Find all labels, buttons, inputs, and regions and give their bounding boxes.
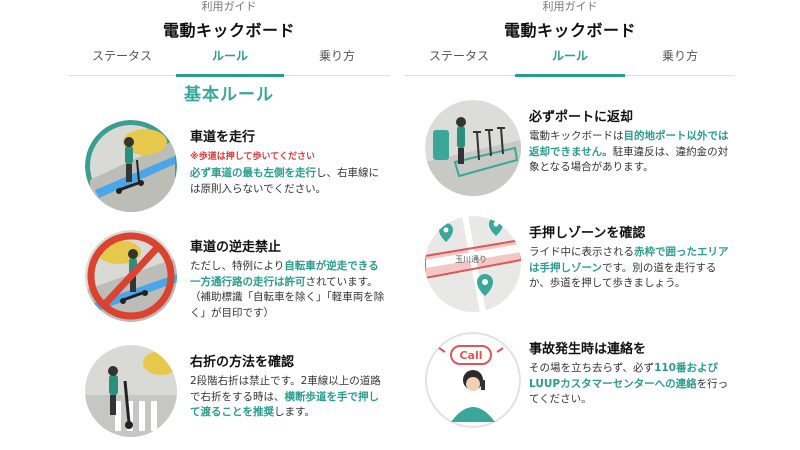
rule-heading: 右折の方法を確認 — [190, 355, 295, 370]
guide-label: 利用ガイド — [542, 0, 598, 13]
tab-bar: ステータス ルール 乗り方 — [68, 45, 390, 77]
accident-call-illustration: Call — [425, 332, 521, 428]
rule-description: 2段階右折は禁止です。2車線以上の道路で右折をする時は、横断歩道を手で押して渡る… — [190, 375, 381, 418]
page-title: 電動キックボード — [162, 21, 295, 40]
rule-heading: 事故発生時は連絡を — [529, 342, 647, 357]
guide-panel-right: 利用ガイド 電動キックボード ステータス ルール 乗り方 — [405, 0, 735, 450]
page-title: 電動キックボード — [503, 21, 636, 40]
push-zone-map-illustration: 玉川通り — [425, 216, 521, 312]
svg-text:玉川通り: 玉川通り — [455, 254, 487, 264]
guide-panel-left: 利用ガイド 電動キックボード ステータス ルール 乗り方 基本ルール — [68, 0, 390, 450]
right-turn-illustration — [85, 345, 177, 437]
rule-description: ただし、特例により自転車が逆走できる一方通行路の走行は許可されています。（補助標… — [190, 260, 385, 319]
rule-description: 必ず車道の最も左側を走行し、右車線には原則入らないでください。 — [190, 167, 379, 195]
return-port-illustration — [425, 100, 521, 196]
rule-heading: 手押しゾーンを確認 — [529, 226, 646, 241]
tab-status[interactable]: ステータス — [91, 49, 152, 63]
svg-text:Call: Call — [459, 349, 482, 362]
roadway-illustration — [85, 120, 177, 212]
section-title: 基本ルール — [184, 85, 274, 105]
rule-heading: 必ずポートに返却 — [529, 110, 634, 125]
active-tab-indicator — [515, 74, 625, 77]
rule-description: ライド中に表示される赤枠で囲ったエリアは手押しゾーンです。別の道を走行するか、歩… — [529, 246, 729, 289]
active-tab-indicator — [176, 74, 284, 77]
rule-heading: 車道を走行 — [190, 130, 256, 145]
tab-how-to-ride[interactable]: 乗り方 — [661, 49, 698, 63]
rule-heading: 車道の逆走禁止 — [190, 240, 282, 255]
tab-status[interactable]: ステータス — [428, 49, 489, 63]
tab-bar: ステータス ルール 乗り方 — [405, 45, 735, 77]
rule-description: その場を立ち去らず、必ず110番およびLUUPカスタマーセンターへの連絡を行って… — [529, 362, 729, 405]
rule-description: 電動キックボードは目的地ポート以外では返却できません。駐車違反は、違約金の対象と… — [529, 130, 729, 173]
tab-how-to-ride[interactable]: 乗り方 — [318, 49, 355, 63]
tab-rules[interactable]: ルール — [551, 49, 588, 63]
tab-rules[interactable]: ルール — [211, 49, 248, 63]
guide-label: 利用ガイド — [201, 0, 257, 13]
no-wrong-way-illustration — [85, 230, 177, 322]
rule-warning: ※歩道は押して歩いてください — [190, 152, 315, 162]
